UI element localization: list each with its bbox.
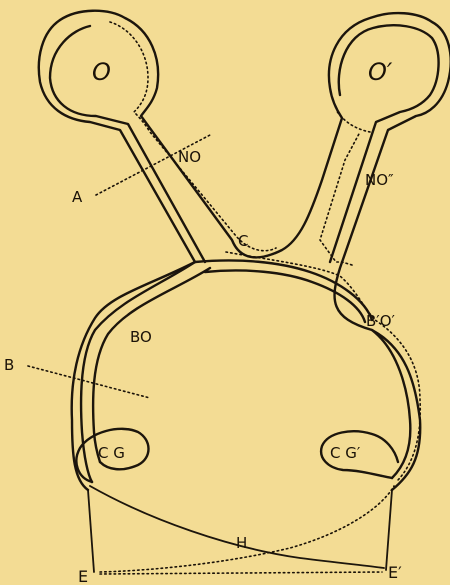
left-arm-outer [39,20,195,490]
line-E-prime [386,490,392,570]
line-E [88,490,94,572]
label-A: A [72,188,83,206]
label-B-prime-O-prime: B′O′ [366,312,396,330]
dotted-E-base [100,572,382,574]
label-NO-double-prime: NO″ [365,171,394,189]
arc-inner-right [372,330,410,478]
label-NO: NO [178,148,201,166]
label-O: O [92,58,111,86]
label-H: H [236,534,247,552]
right-eye-dotted [320,110,370,265]
label-O-prime: O′ [368,58,393,86]
curve-solid-H [90,486,384,568]
label-C: C [238,232,248,250]
arc-inner-left [93,268,210,462]
dotted-E-Eprime [100,486,394,572]
pointer-B [28,366,150,398]
label-BO: BO [130,328,152,346]
label-CG-prime: C G′ [330,444,361,462]
label-E-prime: E′ [388,563,402,582]
label-B: B [4,356,14,374]
label-CG: C G [98,444,125,462]
label-E: E [78,567,88,585]
chiasm-cross-1 [195,260,372,320]
